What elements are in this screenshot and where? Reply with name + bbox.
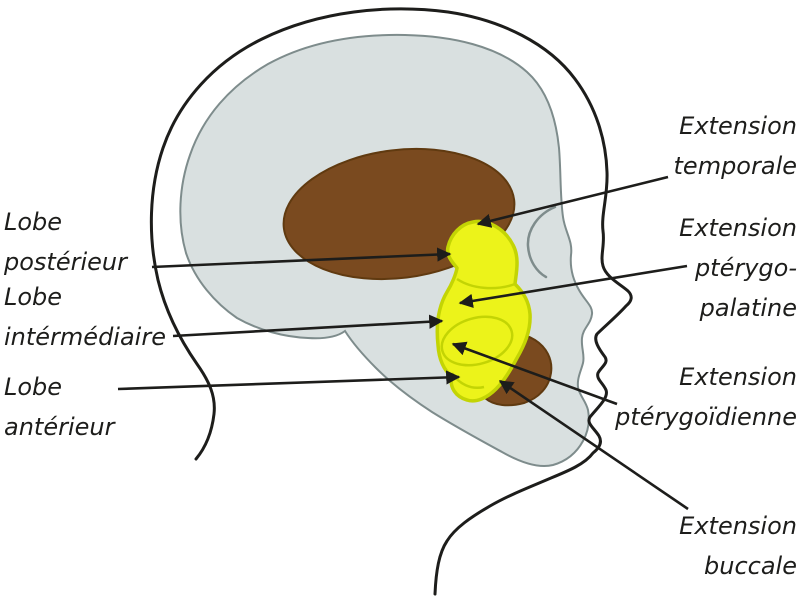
buccal-fat-pad — [435, 219, 532, 403]
label-lobe-posterieur: Lobe postérieur — [4, 202, 127, 282]
arrow-extension-temporale — [476, 175, 669, 228]
label-line: Extension — [679, 512, 797, 540]
ear-arc — [526, 205, 557, 279]
arrow-lobe-anterieur — [117, 370, 461, 391]
label-line: intérmédiaire — [4, 323, 166, 351]
label-line: postérieur — [4, 248, 127, 276]
label-line: Lobe — [4, 283, 63, 311]
arrow-extension-pterygo-palatine — [458, 264, 688, 308]
label-line: ptérygoïdienne — [615, 403, 797, 431]
head-outline — [149, 7, 633, 596]
label-lobe-intermediaire: Lobe intérmédiaire — [4, 277, 166, 357]
label-line: palatine — [699, 294, 797, 322]
label-line: buccale — [704, 552, 797, 580]
label-line: Extension — [679, 363, 797, 391]
label-extension-pterygoidienne: Extension ptérygoïdienne — [615, 357, 797, 437]
arrow-extension-buccale — [498, 379, 689, 511]
label-extension-temporale: Extension temporale — [674, 106, 797, 186]
pointer-arrows — [117, 175, 689, 511]
label-extension-buccale: Extension buccale — [679, 506, 797, 586]
label-line: Extension — [679, 112, 797, 140]
fat-pad-inner-lobe — [440, 315, 514, 367]
fat-pad-lobe-separator — [456, 277, 516, 290]
arrow-lobe-posterieur — [151, 247, 452, 269]
label-line: antérieur — [4, 413, 115, 441]
label-line: temporale — [673, 152, 797, 180]
label-lobe-anterieur: Lobe antérieur — [4, 367, 114, 447]
label-line: Lobe — [4, 208, 63, 236]
arrow-lobe-intermediaire — [172, 314, 444, 338]
label-line: ptérygo- — [694, 254, 797, 282]
label-line: Extension — [679, 214, 797, 242]
label-extension-pterygo-palatine: Extension ptérygo- palatine — [679, 208, 797, 328]
label-line: Lobe — [4, 373, 63, 401]
arrow-extension-pterygoidienne — [451, 341, 618, 406]
